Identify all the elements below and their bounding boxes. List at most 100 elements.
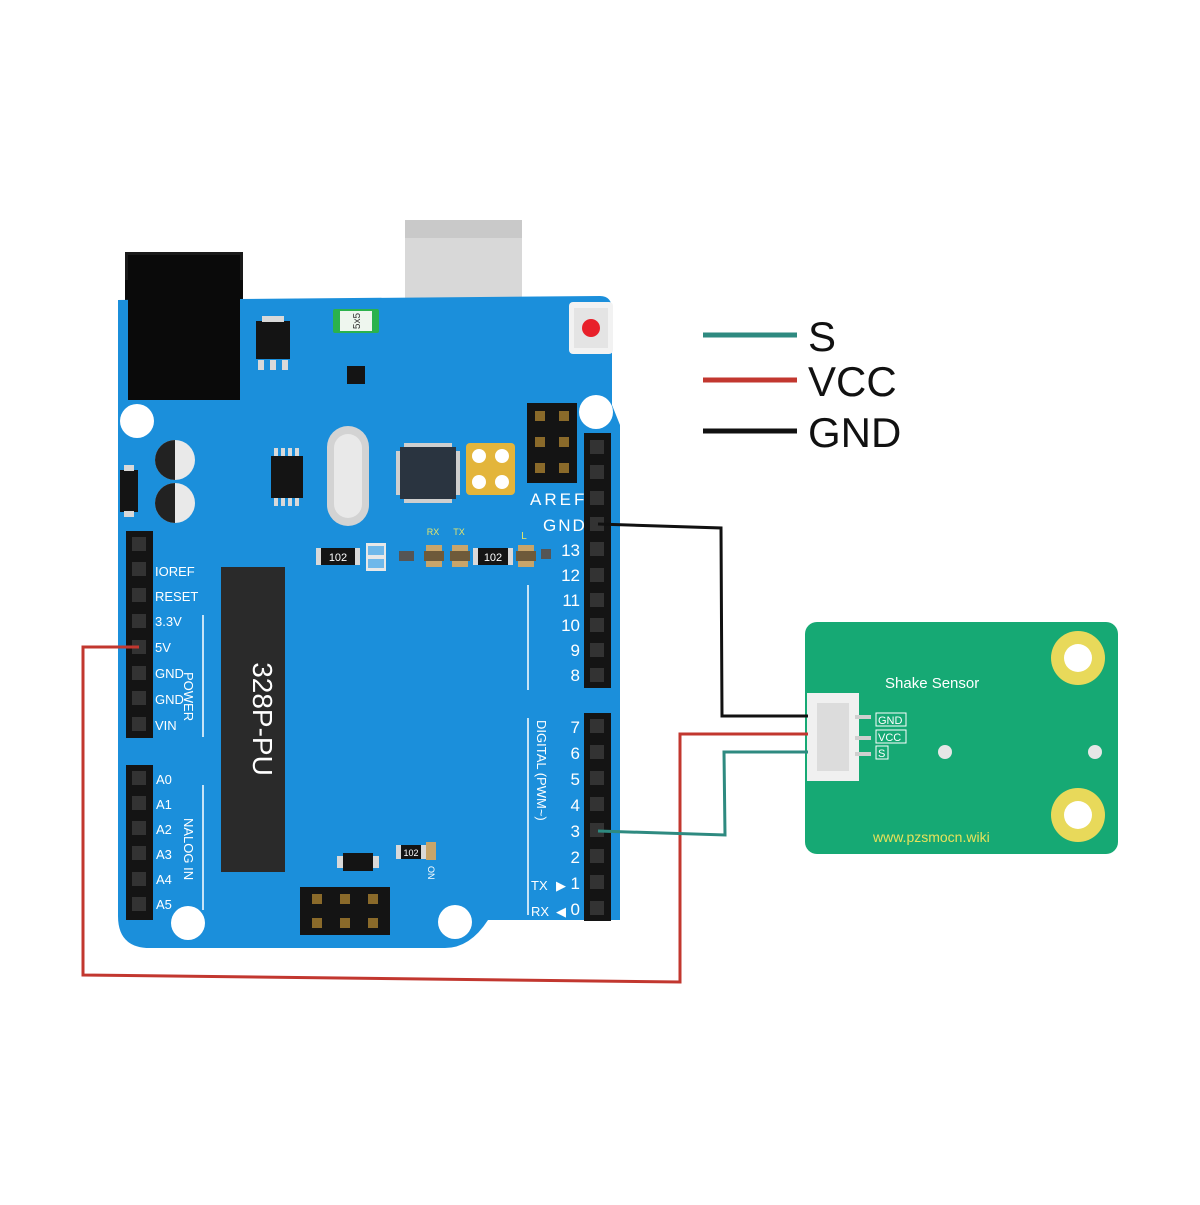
smd-part-2 [541, 549, 551, 559]
pin-label-vcc-box [875, 729, 907, 744]
pin-gnd-1: GND [155, 666, 184, 681]
digital-header-low [584, 713, 611, 921]
pin-a0: A0 [156, 772, 172, 787]
smd-part [399, 551, 414, 561]
legend-s-label: S [808, 313, 836, 360]
rx-arrow-icon: ◀ [556, 904, 566, 919]
l-led: L [516, 531, 536, 567]
digital-pin-labels-high: 13 12 11 10 9 8 [561, 541, 580, 685]
power-jack-front [128, 255, 240, 400]
mount-hole-2 [579, 395, 613, 429]
wire-gnd [597, 522, 808, 718]
resistor-3: 102 [396, 845, 426, 859]
power-label: POWER [181, 672, 196, 721]
shake-sensor-module: Shake Sensor www.pzsmocn.wiki GND VCC S [805, 622, 1118, 854]
pin-label-gnd-box [875, 712, 907, 727]
pin-a3: A3 [156, 847, 172, 862]
sensor-title: Shake Sensor [885, 675, 979, 692]
pin-2: 2 [571, 848, 580, 867]
tx-label: TX [531, 878, 548, 893]
pin-5v: 5V [155, 640, 171, 655]
sensor-pin-s: S [878, 748, 885, 760]
analog-pin-labels: A0 A1 A2 A3 A4 A5 [156, 772, 172, 912]
gnd-label-top: GND [543, 516, 587, 535]
rx-label: RX [531, 904, 549, 919]
pin-6: 6 [571, 744, 580, 763]
pin-a4: A4 [156, 872, 172, 887]
usb-connector-shade [405, 220, 522, 238]
pin-12: 12 [561, 566, 580, 585]
pin-4: 4 [571, 796, 580, 815]
pin-a5: A5 [156, 897, 172, 912]
power-header [126, 531, 153, 738]
pin-10: 10 [561, 616, 580, 635]
sensor-url: www.pzsmocn.wiki [872, 829, 990, 845]
rx-led: RX [424, 527, 444, 567]
voltage-regulator [256, 316, 290, 370]
bottom-diode [337, 853, 379, 871]
analog-label: NALOG IN [181, 818, 196, 880]
resistor-1: 102 [316, 548, 360, 565]
sensor-pin-gnd: GND [878, 715, 903, 727]
pin-a1: A1 [156, 797, 172, 812]
svg-text:102: 102 [403, 848, 418, 858]
pin-vin: VIN [155, 718, 177, 733]
pin-label-s-box [875, 745, 889, 760]
digital-header-high [584, 433, 611, 688]
wire-vcc [81, 645, 808, 984]
legend-vcc-label: VCC [808, 358, 897, 405]
pin-gnd-2: GND [155, 692, 184, 707]
pin-reset: RESET [155, 589, 198, 604]
pin-3: 3 [571, 822, 580, 841]
reset-button[interactable] [569, 302, 613, 354]
digital-pin-labels-low: 7 6 5 4 3 2 1 0 TX ▶ RX ◀ [531, 718, 580, 919]
pin-3v3: 3.3V [155, 614, 182, 629]
usb-chip [396, 443, 460, 503]
pin-ioref: IOREF [155, 564, 195, 579]
wire-s [597, 750, 808, 837]
svg-text:ON: ON [426, 866, 436, 880]
digital-label: DIGITAL (PWM~) [534, 720, 549, 821]
small-ic [271, 448, 303, 506]
resistor-2: 102 [473, 548, 513, 565]
power-pin-labels: IOREF RESET 3.3V 5V GND GND VIN [155, 564, 198, 733]
icsp-header-bottom [300, 887, 390, 935]
chip-label: 328P-PU [247, 662, 278, 776]
sensor-pin-vcc: VCC [878, 732, 901, 744]
analog-header [126, 765, 153, 920]
solder-pads [466, 443, 515, 495]
on-led: ON [426, 842, 436, 880]
aref-label: AREF [530, 490, 587, 509]
mount-hole-1 [120, 404, 154, 438]
sensor-dot-1 [938, 745, 952, 759]
wire-legend: S VCC GND [703, 313, 901, 456]
icsp-header-top [527, 403, 577, 483]
small-transistor [347, 366, 365, 384]
fuse-label: 5x5 [352, 313, 363, 330]
pin-13: 13 [561, 541, 580, 560]
pin-8: 8 [571, 666, 580, 685]
sensor-dot-2 [1088, 745, 1102, 759]
pin-5: 5 [571, 770, 580, 789]
atmega-chip: 328P-PU [221, 567, 285, 872]
svg-text:L: L [521, 531, 527, 542]
blue-jumper [366, 543, 386, 571]
svg-text:TX: TX [453, 527, 465, 537]
svg-text:102: 102 [329, 552, 347, 564]
pin-a2: A2 [156, 822, 172, 837]
legend-gnd-label: GND [808, 409, 901, 456]
pin-9: 9 [571, 641, 580, 660]
mount-hole-4 [438, 905, 472, 939]
fuse: 5x5 [333, 309, 379, 333]
pin-1: 1 [571, 874, 580, 893]
pin-7: 7 [571, 718, 580, 737]
crystal-inner [334, 434, 362, 518]
capacitors [155, 440, 195, 523]
diode [120, 465, 138, 517]
tx-led: TX [450, 527, 470, 567]
svg-text:102: 102 [484, 552, 502, 564]
tx-arrow-icon: ▶ [556, 878, 566, 893]
pin-11: 11 [562, 591, 580, 610]
svg-text:RX: RX [427, 527, 440, 537]
